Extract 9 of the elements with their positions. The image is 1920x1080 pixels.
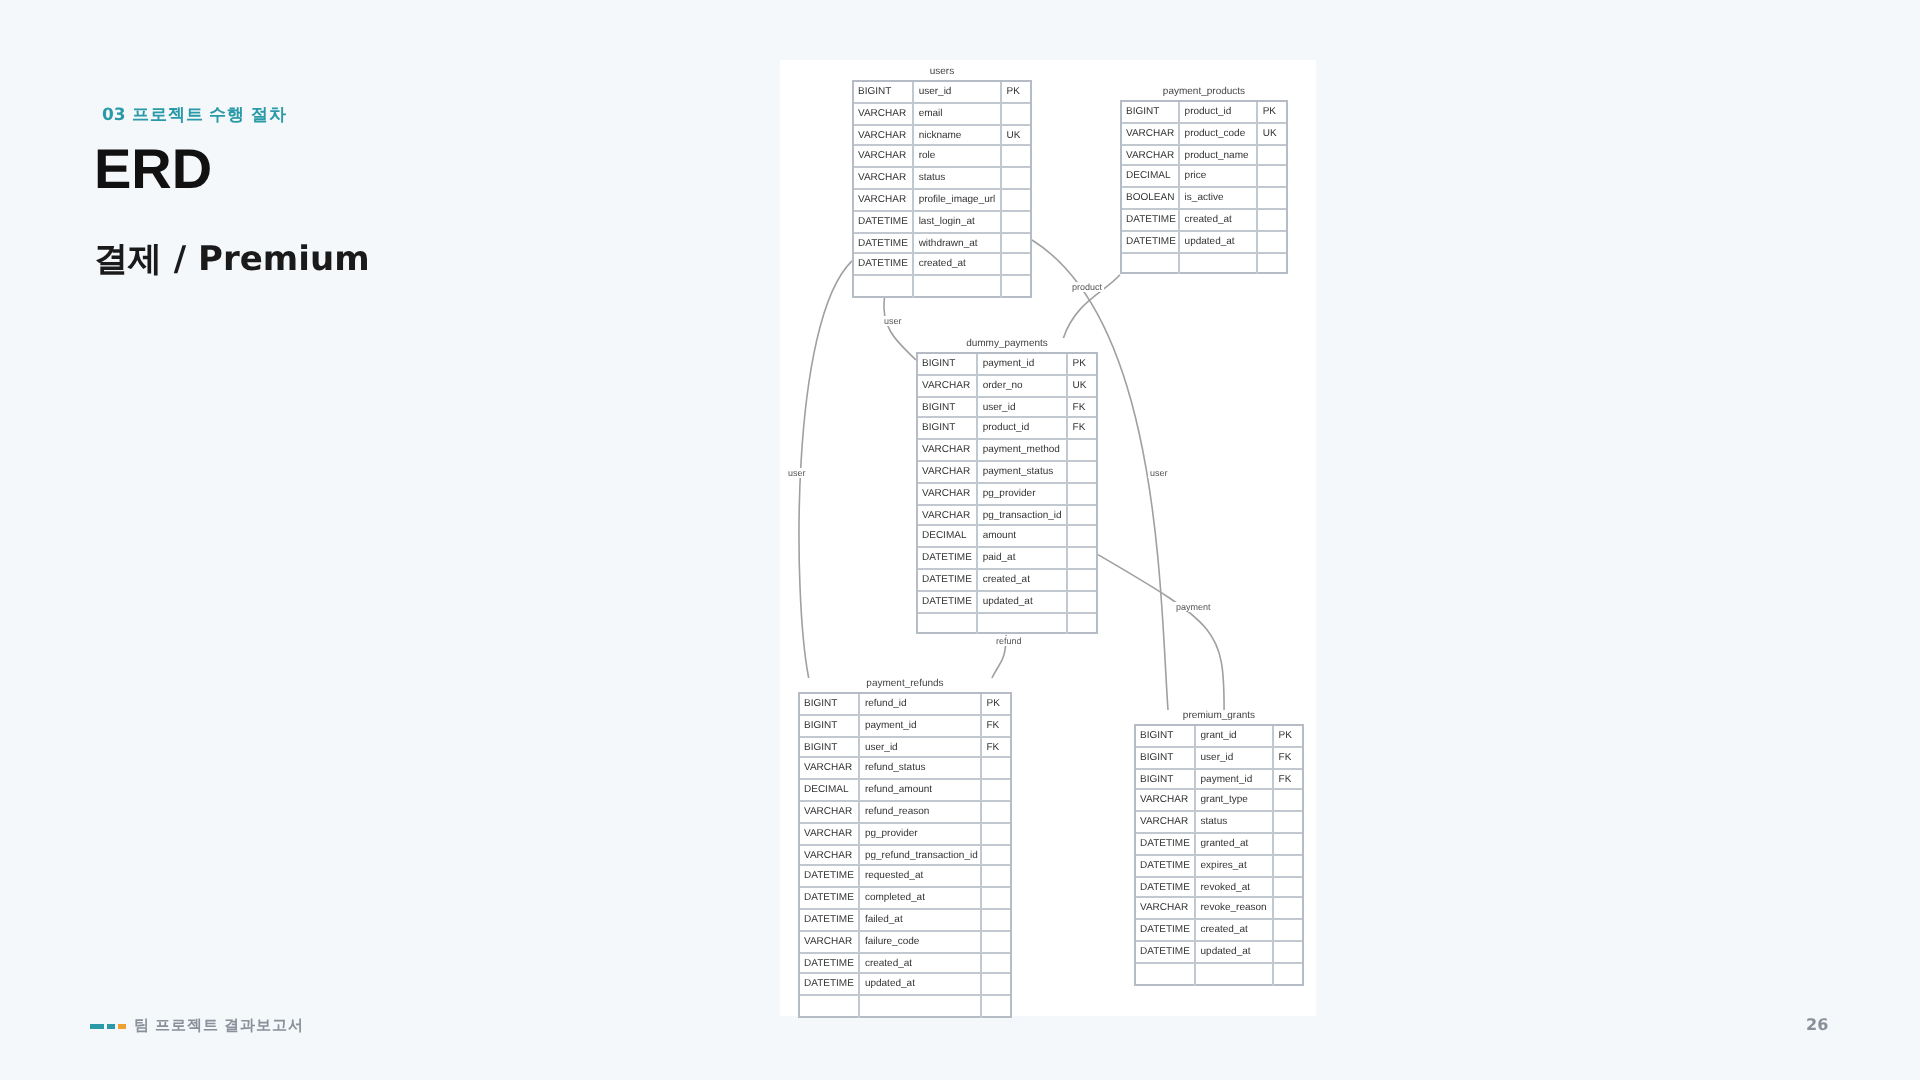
page-title: ERD: [94, 136, 213, 204]
relationship-line: [883, 297, 917, 361]
page-number: 26: [1806, 1016, 1829, 1036]
section-label: 03 프로젝트 수행 절차: [102, 106, 288, 128]
relationship-line: [1062, 274, 1121, 339]
relationship-line: [1097, 553, 1225, 711]
relationship-line: [1031, 239, 1169, 711]
relationship-line: [798, 260, 853, 679]
subtitle: 결제 / Premium: [94, 238, 370, 282]
